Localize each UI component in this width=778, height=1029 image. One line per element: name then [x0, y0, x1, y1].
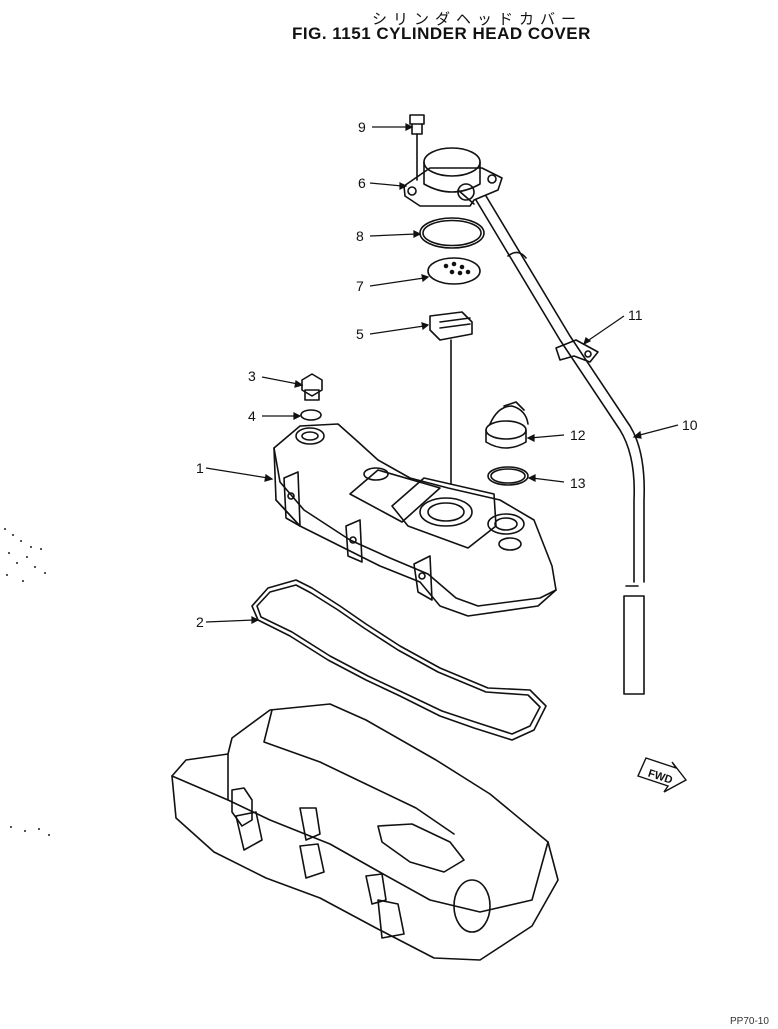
head-cover-gasket-part-2 — [251, 579, 547, 741]
breather-cover-part-6 — [403, 147, 503, 207]
clamp-part-11 — [555, 339, 599, 363]
callout-4: 4 — [248, 408, 256, 424]
o-ring-part-13 — [487, 466, 529, 486]
callout-10: 10 — [682, 417, 698, 433]
callout-5: 5 — [356, 326, 364, 342]
callout-8: 8 — [356, 228, 364, 244]
plug-part-3 — [301, 373, 323, 401]
callout-3: 3 — [248, 368, 256, 384]
cylinder-head-block — [171, 703, 559, 961]
drawing-code: PP70-10 — [730, 1016, 769, 1027]
gasket-part-4 — [300, 409, 322, 421]
cylinder-head-cover-part-1 — [273, 423, 557, 617]
callout-1: 1 — [196, 460, 204, 476]
callout-9: 9 — [358, 119, 366, 135]
breather-hose-part-10 — [475, 195, 646, 695]
bolt-part-9 — [409, 114, 425, 181]
callout-6: 6 — [358, 175, 366, 191]
callout-13: 13 — [570, 475, 586, 491]
callout-11: 11 — [628, 307, 643, 323]
oil-cap-part-12 — [485, 401, 529, 449]
leader-lines — [205, 123, 679, 624]
screen-plate-part-7 — [427, 257, 481, 285]
figure-title-japanese: シリンダヘッドカバー — [372, 10, 583, 28]
o-ring-part-8 — [419, 217, 485, 249]
callout-12: 12 — [570, 427, 586, 443]
baffle-part-5 — [429, 311, 473, 485]
forward-arrow-icon: FWD — [637, 757, 688, 793]
scan-speckle — [4, 528, 50, 836]
callout-2: 2 — [196, 614, 204, 630]
figure-title: FIG. 1151 CYLINDER HEAD COVER — [292, 24, 591, 43]
callout-7: 7 — [356, 278, 364, 294]
